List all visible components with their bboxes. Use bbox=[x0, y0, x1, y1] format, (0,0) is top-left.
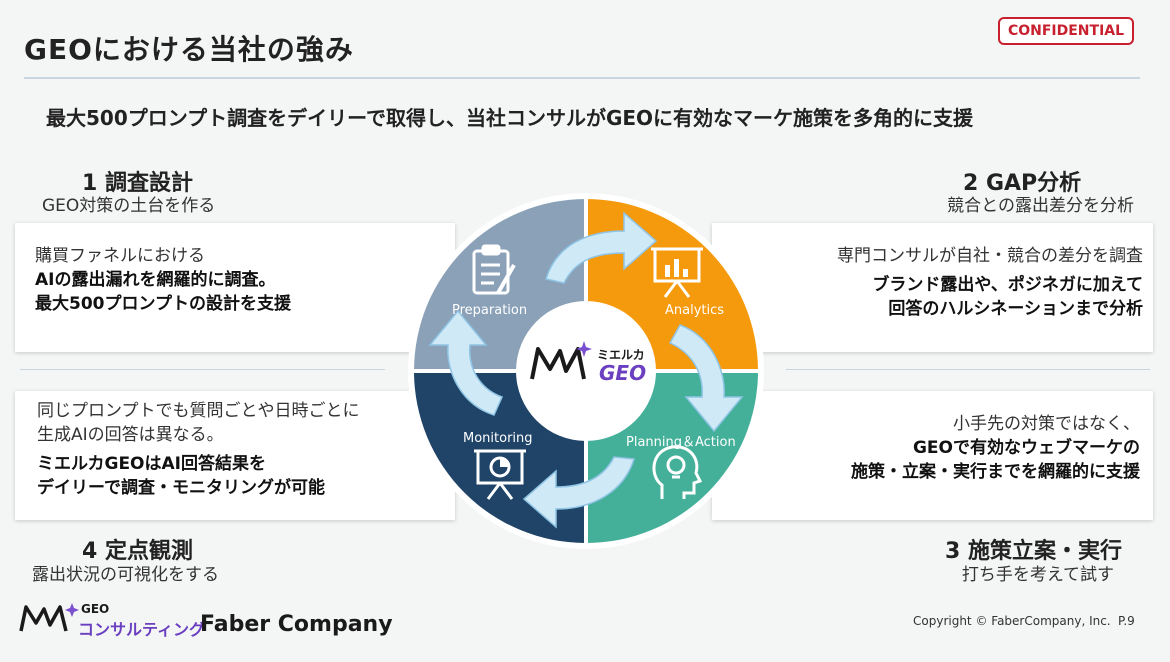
step2-heading: 2 GAP分析 bbox=[963, 171, 1082, 196]
step1-line3: 最大500プロンプトの設計を支援 bbox=[35, 294, 291, 314]
step2-caption: 競合との露出差分を分析 bbox=[947, 196, 1134, 216]
step3-caption: 打ち手を考えて試す bbox=[961, 565, 1114, 585]
label-planning: Planning＆Action bbox=[626, 435, 736, 450]
clipboard-icon bbox=[472, 244, 516, 295]
step3-text: 小手先の対策ではなく、 GEOで有効なウェブマーケの 施策・立案・実行までを網羅… bbox=[851, 412, 1140, 484]
arrow-planning-to-monitoring bbox=[522, 456, 635, 529]
page-subtitle: 最大500プロンプト調査をデイリーで取得し、当社コンサルがGEOに有効なマーケ施… bbox=[46, 106, 974, 130]
presentation-chart-icon bbox=[651, 247, 703, 298]
step4-heading: 4 定点観測 bbox=[82, 539, 193, 564]
presentation-pie-icon bbox=[474, 449, 526, 500]
step3-heading: 3 施策立案・実行 bbox=[945, 539, 1122, 564]
footer-logo-geo: GEO bbox=[81, 602, 110, 616]
mieruca-geo-logo bbox=[530, 341, 592, 380]
cycle-center bbox=[516, 301, 656, 441]
step4-line1: 同じプロンプトでも質問ごとや日時ごとに bbox=[37, 401, 360, 421]
step1-line1: 購買ファネルにおける bbox=[35, 246, 205, 266]
step1-card bbox=[15, 223, 455, 352]
step2-card bbox=[712, 223, 1153, 352]
arrow-prep-to-analytics bbox=[545, 211, 658, 284]
step4-line4: デイリーで調査・モニタリングが可能 bbox=[37, 478, 325, 498]
step3-card bbox=[712, 391, 1153, 520]
step4-card bbox=[15, 391, 455, 520]
head-lightbulb-icon bbox=[652, 445, 703, 499]
step2-line1: 専門コンサルが自社・競合の差分を調査 bbox=[837, 246, 1143, 266]
step3-line2: GEOで有効なウェブマーケの bbox=[912, 438, 1140, 458]
header-divider bbox=[24, 77, 1140, 79]
step2-text: 専門コンサルが自社・競合の差分を調査 ブランド露出や、ポジネガに加えて 回答のハ… bbox=[837, 244, 1143, 321]
step1-caption: GEO対策の土台を作る bbox=[42, 196, 216, 216]
step3-line1: 小手先の対策ではなく、 bbox=[953, 414, 1140, 434]
step2-line2: ブランド露出や、ポジネガに加えて bbox=[872, 275, 1143, 295]
cycle-diagram bbox=[408, 193, 764, 549]
step1-heading: 1 調査設計 bbox=[82, 171, 193, 196]
footer-page-number: P.9 bbox=[1118, 614, 1135, 628]
page-title: GEOにおける当社の強み bbox=[24, 33, 354, 66]
step4-line2: 生成AIの回答は異なる。 bbox=[37, 425, 224, 445]
step4-line3: ミエルカGEOはAI回答結果を bbox=[37, 454, 266, 474]
left-separator bbox=[20, 369, 385, 370]
label-preparation: Preparation bbox=[452, 303, 528, 318]
footer-logo-consulting: コンサルティング bbox=[78, 620, 206, 639]
step2-line3: 回答のハルシネーションまで分析 bbox=[888, 299, 1143, 319]
step4-caption: 露出状況の可視化をする bbox=[32, 565, 219, 585]
right-separator bbox=[786, 369, 1150, 370]
label-analytics: Analytics bbox=[665, 303, 725, 318]
confidential-badge: CONFIDENTIAL bbox=[998, 17, 1134, 45]
arrow-monitoring-to-prep bbox=[428, 309, 504, 416]
center-product-text: GEO bbox=[599, 361, 647, 385]
step4-text: 同じプロンプトでも質問ごとや日時ごとに 生成AIの回答は異なる。 ミエルカGEO… bbox=[37, 399, 360, 500]
arrow-analytics-to-planning bbox=[668, 324, 744, 433]
center-brand-text: ミエルカ bbox=[597, 348, 645, 362]
step1-line2: AIの露出漏れを網羅的に調査。 bbox=[35, 270, 276, 290]
step1-text: 購買ファネルにおける AIの露出漏れを網羅的に調査。 最大500プロンプトの設計… bbox=[35, 244, 291, 316]
step3-line3: 施策・立案・実行までを網羅的に支援 bbox=[851, 462, 1140, 482]
footer-copyright: Copyright © FaberCompany, Inc. bbox=[913, 614, 1111, 628]
label-monitoring: Monitoring bbox=[463, 431, 533, 446]
footer-company: Faber Company bbox=[200, 612, 393, 637]
geo-consulting-logo-mark bbox=[19, 603, 79, 632]
